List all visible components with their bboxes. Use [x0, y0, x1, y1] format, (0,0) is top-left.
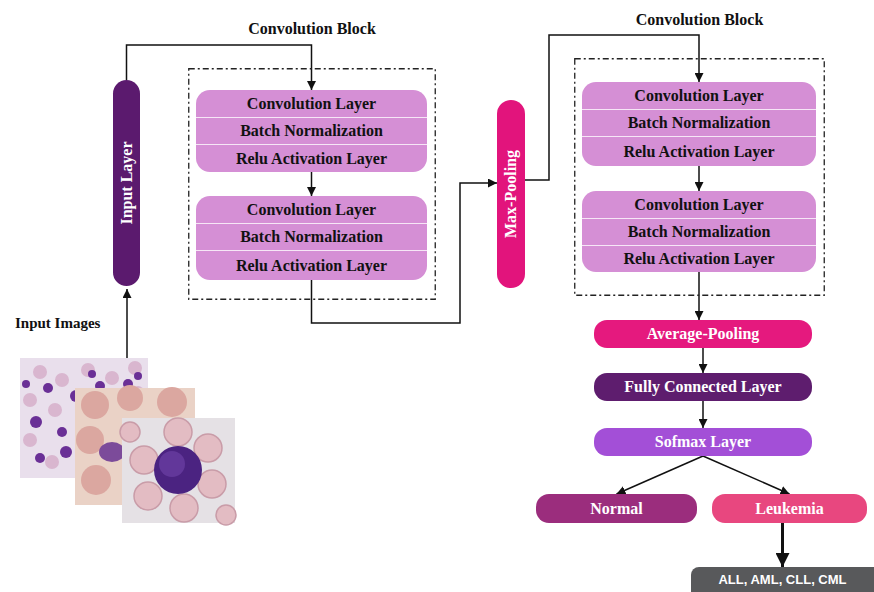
node-label: Input Layer	[118, 141, 136, 224]
flow-arrow	[698, 166, 700, 191]
convolution-layer: Convolution Layer	[582, 191, 816, 218]
fully-connected-box: Fully Connected Layer	[594, 373, 812, 401]
relu-layer: Relu Activation Layer	[582, 136, 816, 166]
flow-arrow	[702, 348, 704, 373]
node-label: Relu Activation Layer	[582, 250, 816, 268]
input-images-label: Input Images	[15, 315, 100, 332]
max-pooling-bar: Max-Pooling	[497, 100, 525, 288]
node-label: Convolution Layer	[196, 95, 427, 113]
dashed-block-outline	[575, 59, 825, 296]
node-label: Fully Connected Layer	[624, 378, 781, 396]
batch-norm-layer: Batch Normalization	[582, 109, 816, 136]
node-label: Convolution Layer	[196, 201, 427, 219]
lymphocyte-photo	[120, 418, 236, 525]
dashed-block-outline	[189, 69, 436, 300]
softmax-box: Sofmax Layer	[594, 428, 812, 456]
node-label: Convolution Layer	[582, 196, 816, 214]
node-label: Relu Activation Layer	[582, 143, 816, 161]
relu-layer: Relu Activation Layer	[582, 245, 816, 272]
node-label: Normal	[590, 500, 642, 518]
node-label: Relu Activation Layer	[196, 150, 427, 168]
node-label: Batch Normalization	[196, 228, 427, 246]
batch-norm-layer: Batch Normalization	[196, 117, 427, 144]
node-label: Average-Pooling	[647, 325, 760, 343]
leukemia-types-box: ALL, AML, CLL, CML	[691, 567, 874, 592]
input-layer-bar: Input Layer	[113, 80, 140, 286]
flow-arrow	[698, 272, 700, 320]
node-label: Convolution Layer	[582, 87, 816, 105]
convolution-layer: Convolution Layer	[196, 196, 427, 223]
node-label: Max-Pooling	[502, 150, 520, 238]
node-label: Batch Normalization	[582, 223, 816, 241]
normal-class-box: Normal	[536, 494, 697, 523]
convolution-block: Convolution BlockConvolution LayerBatch …	[574, 58, 825, 296]
convolution-block: Convolution BlockConvolution LayerBatch …	[188, 68, 436, 300]
block-heading: Convolution Block	[188, 20, 436, 38]
flow-arrow	[781, 523, 784, 567]
convolution-layer: Convolution Layer	[582, 82, 816, 109]
flow-arrow	[127, 45, 312, 90]
flow-arrow	[311, 172, 313, 196]
batch-norm-layer: Batch Normalization	[196, 223, 427, 250]
node-label: Leukemia	[755, 500, 823, 518]
convolution-layer: Convolution Layer	[196, 90, 427, 117]
relu-layer: Relu Activation Layer	[196, 144, 427, 172]
input-arrow	[126, 289, 128, 358]
relu-layer: Relu Activation Layer	[196, 250, 427, 280]
average-pooling-box: Average-Pooling	[594, 320, 812, 348]
block-heading: Convolution Block	[574, 11, 825, 29]
leukemia-class-box: Leukemia	[712, 494, 867, 523]
node-label: Relu Activation Layer	[196, 257, 427, 275]
flow-arrow	[703, 456, 790, 494]
node-label: Batch Normalization	[196, 122, 427, 140]
batch-norm-layer: Batch Normalization	[582, 218, 816, 245]
node-label: Sofmax Layer	[655, 433, 751, 451]
node-label: ALL, AML, CLL, CML	[718, 572, 846, 587]
flow-arrow	[617, 456, 704, 494]
flow-arrow	[702, 401, 704, 428]
node-label: Batch Normalization	[582, 114, 816, 132]
